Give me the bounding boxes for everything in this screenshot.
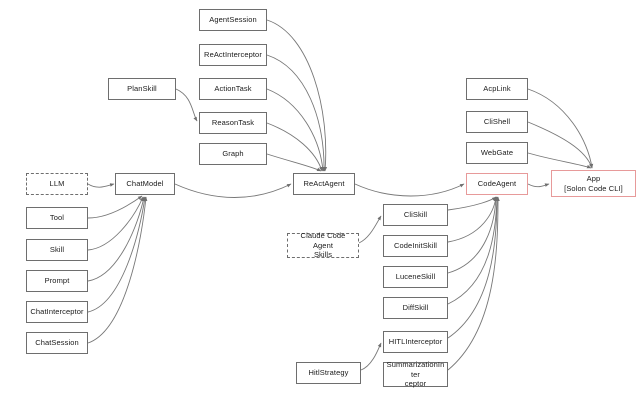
node-label-diff_skill: DiffSkill (402, 303, 429, 313)
edge-graph-to-react_agent (266, 153, 322, 172)
node-code_init_skill[interactable]: CodeInitSkill (383, 235, 448, 257)
node-label-agent_session: AgentSession (209, 15, 257, 25)
edge-web_gate-to-app (527, 152, 592, 169)
node-label-code_agent: CodeAgent (477, 179, 517, 189)
edge-hitl_interceptor-to-code_agent (447, 196, 499, 339)
node-label-acp_link: AcpLink (483, 84, 511, 94)
node-label-chat_interceptor: ChatInterceptor (30, 307, 84, 317)
edge-diff_skill-to-code_agent (447, 196, 499, 305)
edge-tool-to-chat_model (84, 195, 143, 220)
node-label-react_interceptor: ReActInterceptor (204, 50, 262, 60)
edge-summ_interceptor-to-code_agent (447, 196, 500, 371)
node-label-hitl_strategy: HitlStrategy (308, 368, 349, 378)
node-label-cli_shell: CliShell (483, 117, 511, 127)
edge-chat_session-to-chat_model (87, 196, 148, 344)
node-cli_shell[interactable]: CliShell (466, 111, 528, 133)
node-label-lucene_skill: LuceneSkill (395, 272, 436, 282)
node-label-cli_skill: CliSkill (403, 210, 428, 220)
node-llm[interactable]: LLM (26, 173, 88, 195)
node-web_gate[interactable]: WebGate (466, 142, 528, 164)
node-chat_session[interactable]: ChatSession (26, 332, 88, 354)
node-label-action_task: ActionTask (214, 84, 252, 94)
node-cli_skill[interactable]: CliSkill (383, 204, 448, 226)
node-label-web_gate: WebGate (480, 148, 514, 158)
node-agent_session[interactable]: AgentSession (199, 9, 267, 31)
edge-cli_skill-to-code_agent (447, 196, 497, 211)
edge-cli_shell-to-app (527, 121, 593, 169)
node-label-code_init_skill: CodeInitSkill (394, 241, 437, 251)
node-plan_skill[interactable]: PlanSkill (108, 78, 176, 100)
node-graph[interactable]: Graph (199, 143, 267, 165)
node-claude_skills[interactable]: Claude Code Agent Skills (287, 231, 359, 260)
node-diff_skill[interactable]: DiffSkill (383, 297, 448, 319)
edge-action_task-to-react_agent (266, 88, 325, 172)
node-lucene_skill[interactable]: LuceneSkill (383, 266, 448, 288)
edge-claude_skills-to-cli_skill (358, 215, 382, 244)
node-label-app: App [Solon Code CLI] (564, 174, 623, 193)
edge-react_agent-to-code_agent (354, 183, 465, 197)
node-label-chat_session: ChatSession (35, 338, 79, 348)
node-label-prompt: Prompt (44, 276, 70, 286)
node-chat_model[interactable]: ChatModel (115, 173, 175, 195)
node-label-reason_task: ReasonTask (211, 118, 255, 128)
node-label-plan_skill: PlanSkill (127, 84, 157, 94)
node-app[interactable]: App [Solon Code CLI] (551, 170, 636, 197)
node-label-hitl_interceptor: HITLInterceptor (388, 337, 443, 347)
node-label-chat_model: ChatModel (126, 179, 164, 189)
node-skill[interactable]: Skill (26, 239, 88, 261)
edge-chat_interceptor-to-chat_model (84, 196, 147, 314)
edge-reason_task-to-react_agent (266, 122, 323, 172)
node-label-skill: Skill (49, 245, 65, 255)
edge-lucene_skill-to-code_agent (447, 196, 498, 274)
edge-llm-to-chat_model (85, 181, 115, 188)
edge-hitl_strategy-to-hitl_interceptor (360, 342, 382, 371)
edge-chat_model-to-react_agent (174, 183, 292, 198)
node-label-claude_skills: Claude Code Agent Skills (300, 231, 346, 260)
node-acp_link[interactable]: AcpLink (466, 78, 528, 100)
node-label-summ_interceptor: SummarizationInter ceptor (386, 360, 445, 389)
node-reason_task[interactable]: ReasonTask (199, 112, 267, 134)
node-chat_interceptor[interactable]: ChatInterceptor (26, 301, 88, 323)
node-label-graph: Graph (222, 149, 244, 159)
node-code_agent[interactable]: CodeAgent (466, 173, 528, 195)
node-label-tool: Tool (49, 213, 65, 223)
edge-prompt-to-chat_model (87, 196, 145, 282)
edge-code_init_skill-to-code_agent (447, 196, 498, 243)
edge-plan_skill-to-reason_task (175, 88, 198, 122)
node-prompt[interactable]: Prompt (26, 270, 88, 292)
edge-code_agent-to-app (527, 183, 550, 188)
node-label-llm: LLM (49, 179, 65, 189)
node-react_agent[interactable]: ReActAgent (293, 173, 355, 195)
edge-skill-to-chat_model (84, 196, 144, 252)
node-action_task[interactable]: ActionTask (199, 78, 267, 100)
node-react_interceptor[interactable]: ReActInterceptor (199, 44, 267, 66)
edge-agent_session-to-react_agent (263, 18, 328, 172)
node-hitl_strategy[interactable]: HitlStrategy (296, 362, 361, 384)
node-tool[interactable]: Tool (26, 207, 88, 229)
node-label-react_agent: ReActAgent (303, 179, 345, 189)
node-summ_interceptor[interactable]: SummarizationInter ceptor (383, 360, 448, 389)
edge-react_interceptor-to-react_agent (263, 53, 326, 172)
edge-acp_link-to-app (527, 88, 594, 169)
edges-group (84, 18, 594, 371)
node-hitl_interceptor[interactable]: HITLInterceptor (383, 331, 448, 353)
